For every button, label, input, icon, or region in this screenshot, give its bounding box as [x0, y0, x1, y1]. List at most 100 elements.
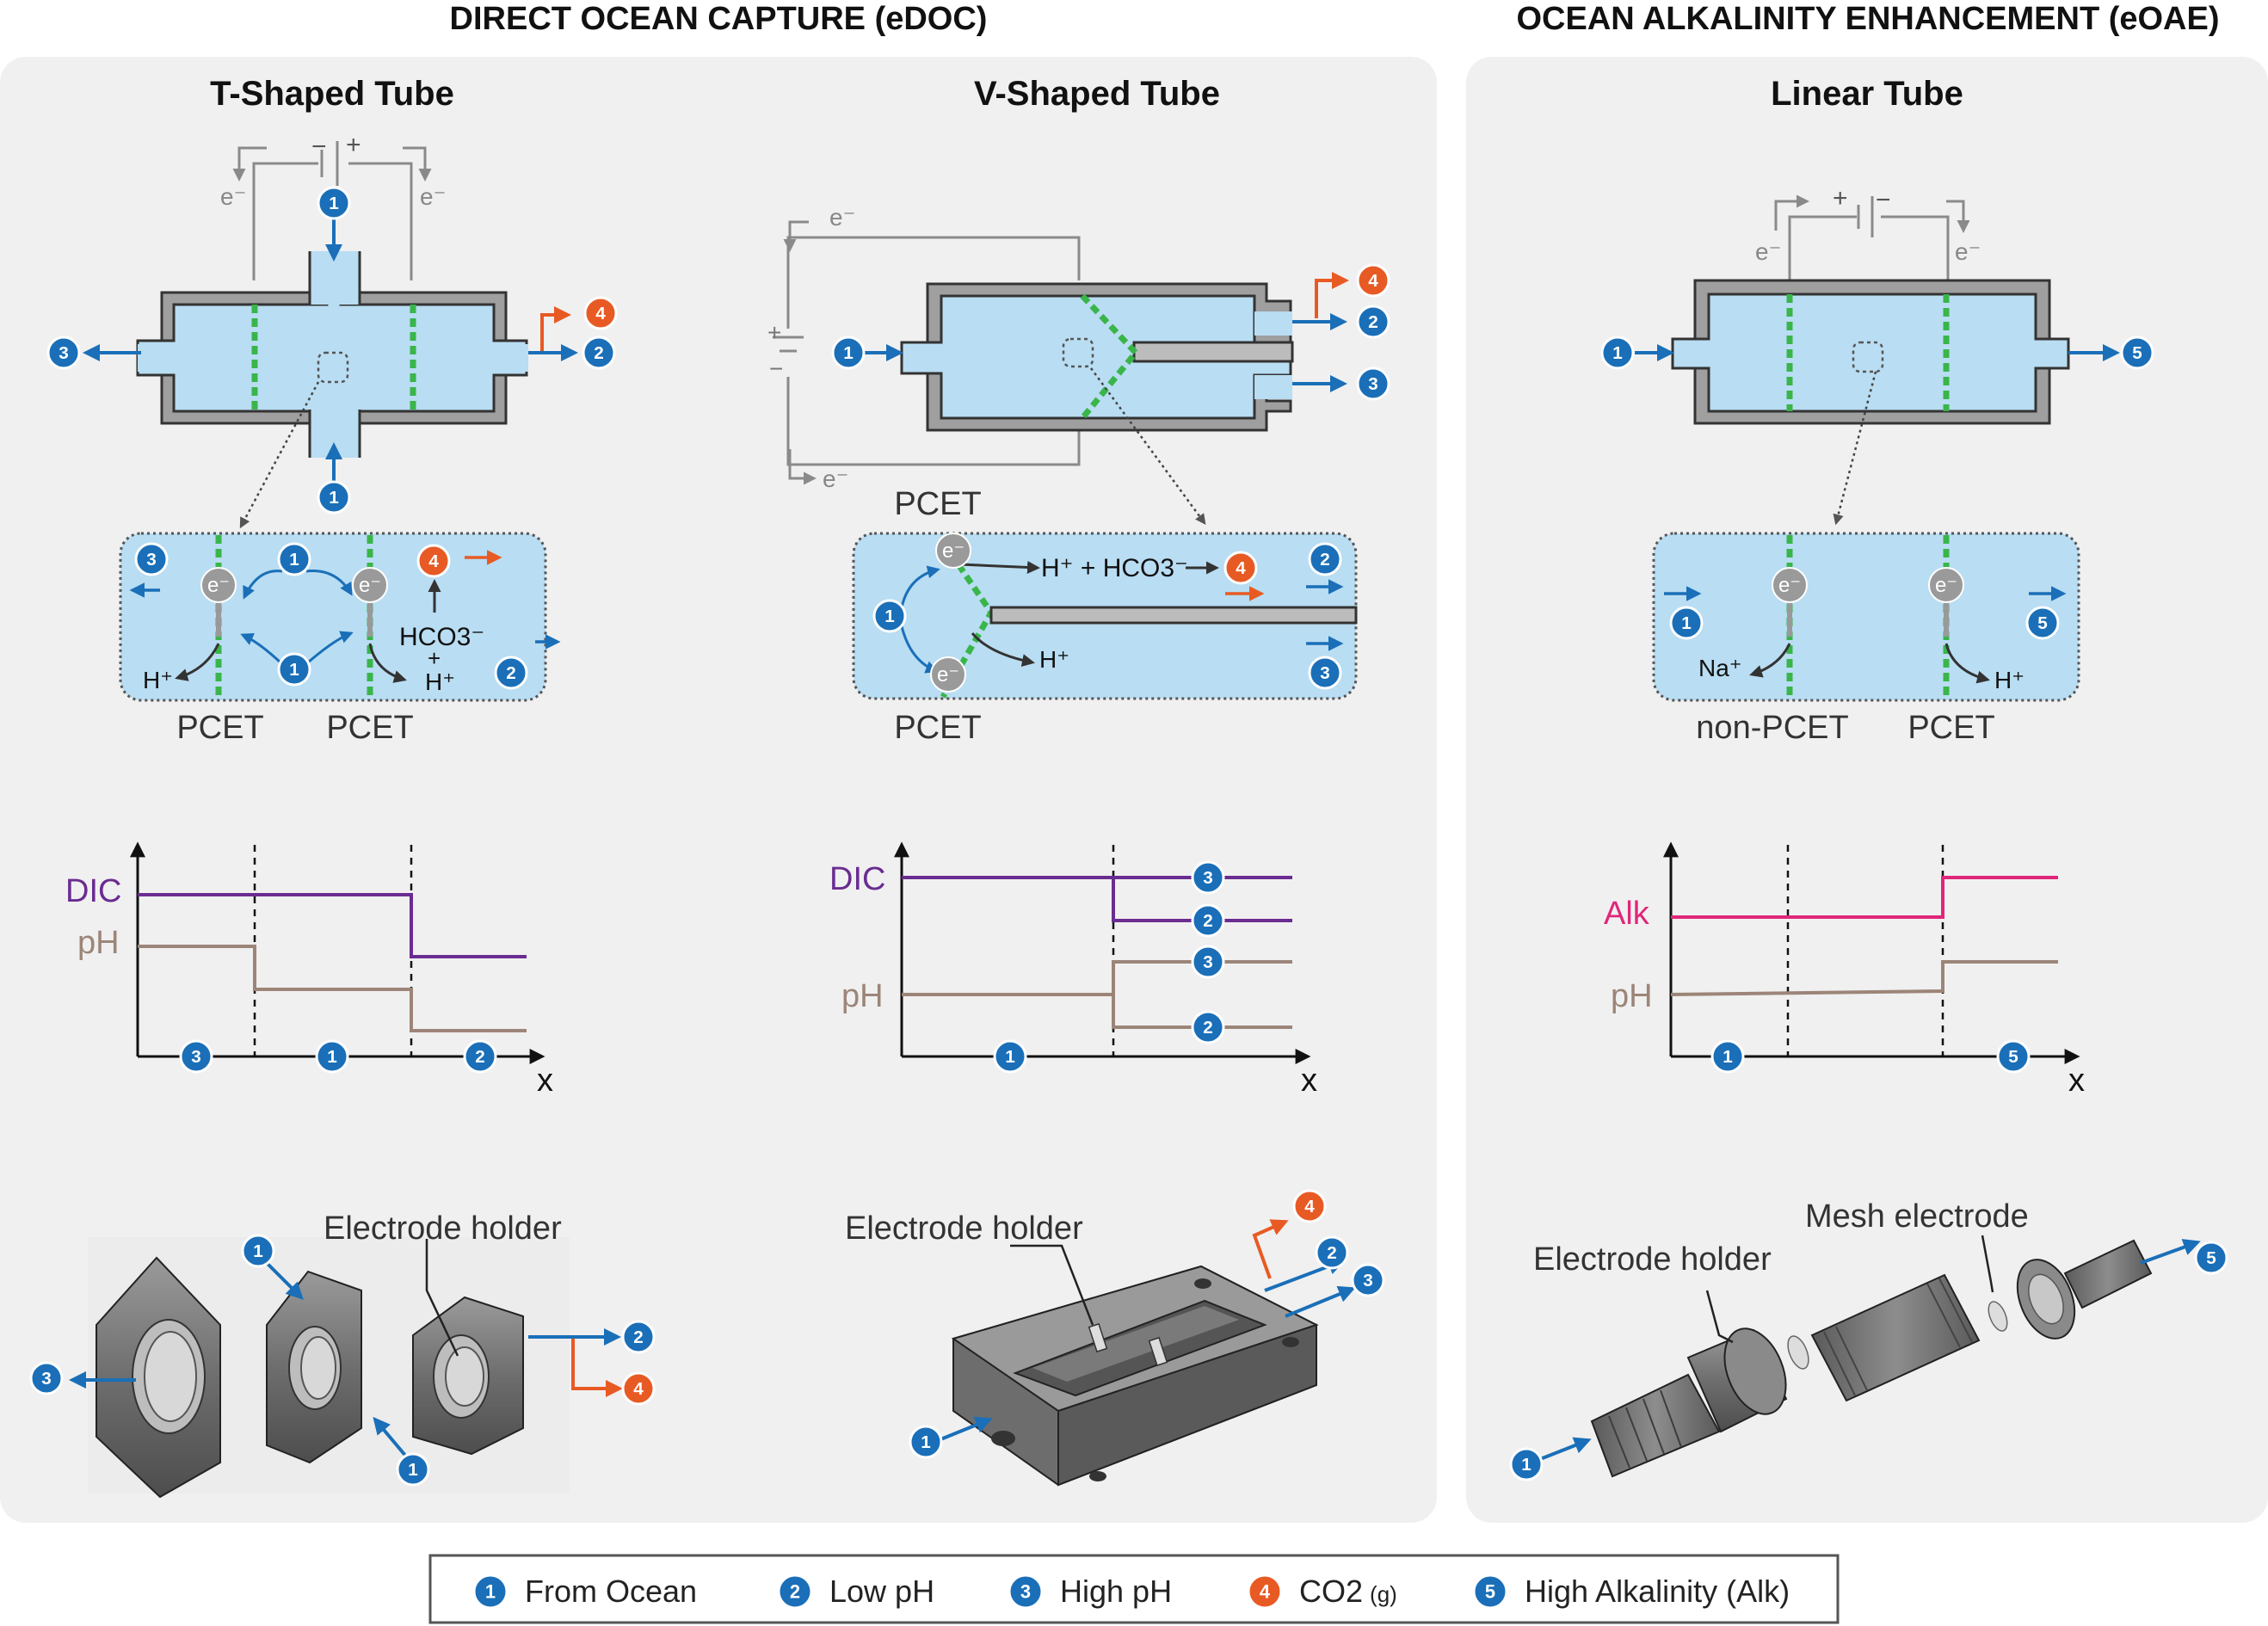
t-pcet-right: PCET: [326, 710, 413, 746]
svg-text:2: 2: [475, 1047, 485, 1067]
svg-text:e⁻: e⁻: [359, 574, 381, 597]
v-h-hco3: H⁺ + HCO3⁻: [1041, 554, 1188, 582]
svg-text:e⁻: e⁻: [1778, 574, 1801, 597]
linear-tube-schematic: + − e⁻ e⁻: [1635, 184, 2120, 526]
v-tube-3d-model: [934, 1219, 1356, 1487]
electron-marker: e⁻: [200, 567, 237, 603]
stream-badge-1: 1: [315, 1039, 349, 1074]
eoae-panel: [1466, 57, 2268, 1523]
linear-tube-zoom: Na⁺ H⁺: [1652, 532, 2080, 702]
svg-text:4: 4: [633, 1379, 644, 1399]
l-hplus: H⁺: [1994, 667, 2025, 693]
electron-marker: e⁻: [935, 533, 971, 569]
svg-text:2: 2: [790, 1581, 800, 1603]
svg-text:1: 1: [253, 1241, 263, 1261]
l-electron-left: e⁻: [1755, 238, 1781, 265]
svg-text:1: 1: [843, 343, 854, 363]
legend-label-3: High pH: [1060, 1574, 1172, 1609]
stream-badge-3: 3: [1351, 1263, 1385, 1297]
stream-badge-1: 1: [1509, 1447, 1544, 1481]
t-x-label: x: [537, 1062, 553, 1099]
svg-text:2: 2: [633, 1327, 644, 1347]
svg-text:3: 3: [59, 343, 69, 363]
stream-badge-5: 5: [1472, 1574, 1508, 1610]
stream-badge-2: 2: [1191, 903, 1225, 938]
svg-text:1: 1: [485, 1581, 496, 1603]
electron-marker: e⁻: [1772, 567, 1808, 603]
legend-label-1: From Ocean: [525, 1574, 697, 1609]
stream-badge-5: 5: [2120, 336, 2154, 370]
l-x-label: x: [2068, 1062, 2085, 1099]
v-electron-bottom: e⁻: [823, 465, 848, 492]
stream-badge-1: 1: [1669, 606, 1704, 640]
v-tube-title: V-Shaped Tube: [974, 75, 1220, 113]
linear-tube-title: Linear Tube: [1771, 75, 1963, 113]
svg-text:e⁻: e⁻: [1935, 574, 1957, 597]
v-tube-zoom: H⁺ + HCO3⁻ H⁺: [852, 532, 1358, 700]
stream-badge-1: 1: [277, 652, 311, 687]
stream-badge-2: 2: [777, 1574, 813, 1610]
svg-text:5: 5: [2008, 1047, 2018, 1067]
svg-text:2: 2: [594, 343, 604, 363]
stream-badge-3: 3: [134, 542, 169, 576]
stream-badge-2: 2: [1315, 1235, 1349, 1270]
t-ph-label: pH: [77, 925, 120, 961]
stream-badge-2: 2: [463, 1039, 497, 1074]
svg-text:1: 1: [1521, 1455, 1532, 1475]
svg-text:4: 4: [1236, 558, 1246, 578]
svg-text:2: 2: [506, 663, 516, 683]
t-plus-label: +: [346, 131, 361, 159]
v-electron-top: e⁻: [829, 204, 855, 231]
svg-text:3: 3: [1368, 374, 1378, 394]
stream-badge-4: 4: [1247, 1574, 1283, 1610]
stream-badge-1: 1: [317, 186, 351, 220]
svg-text:2: 2: [1320, 550, 1330, 570]
svg-text:5: 5: [1485, 1581, 1495, 1603]
svg-text:4: 4: [1304, 1197, 1315, 1216]
stream-badge-3: 3: [1191, 860, 1225, 895]
stream-badge-1: 1: [831, 336, 866, 370]
stream-badge-4: 4: [1356, 263, 1390, 298]
l-plus-label: +: [1833, 184, 1848, 212]
l-ph-label: pH: [1611, 978, 1653, 1014]
v-tube-schematic: + − e⁻ e⁻: [767, 204, 1349, 526]
t-hco3: HCO3⁻: [399, 623, 484, 651]
stream-badge-2: 2: [494, 656, 528, 690]
v-pcet-top: PCET: [894, 486, 981, 522]
t-minus-label: −: [311, 132, 327, 161]
svg-text:3: 3: [1320, 663, 1330, 683]
svg-text:1: 1: [884, 607, 895, 626]
l-naplus: Na⁺: [1698, 655, 1742, 681]
legend-box: [428, 1554, 1840, 1624]
stream-badge-4: 4: [416, 544, 451, 578]
stream-badge-5: 5: [1996, 1039, 2031, 1074]
mesh-electrode-label: Mesh electrode: [1805, 1198, 2029, 1235]
stream-badge-3: 3: [46, 336, 81, 370]
stream-badge-2: 2: [582, 336, 616, 370]
svg-text:1: 1: [1612, 343, 1623, 363]
stream-badge-4: 4: [1292, 1189, 1327, 1223]
svg-text:1: 1: [1723, 1047, 1733, 1067]
svg-text:4: 4: [428, 551, 439, 571]
svg-text:5: 5: [2206, 1248, 2216, 1268]
stream-badge-1: 1: [909, 1425, 943, 1459]
svg-text:1: 1: [289, 660, 299, 680]
stream-badge-3: 3: [179, 1039, 213, 1074]
svg-text:1: 1: [289, 550, 299, 570]
v-hplus: H⁺: [1039, 646, 1069, 673]
svg-text:e⁻: e⁻: [937, 663, 959, 687]
electron-markers: e⁻ e⁻ e⁻ e⁻ e⁻ e⁻: [200, 533, 1964, 693]
t-electrode-holder-label: Electrode holder: [324, 1210, 562, 1247]
stream-badge-3: 3: [1356, 366, 1390, 401]
stream-badge-2: 2: [1356, 305, 1390, 339]
svg-text:2: 2: [1203, 1018, 1213, 1038]
svg-text:4: 4: [1368, 271, 1378, 291]
stream-badge-1: 1: [1710, 1039, 1745, 1074]
svg-text:3: 3: [1203, 868, 1213, 888]
svg-text:5: 5: [2132, 343, 2142, 363]
stream-badge-3: 3: [29, 1361, 64, 1395]
svg-text:4: 4: [595, 304, 606, 323]
